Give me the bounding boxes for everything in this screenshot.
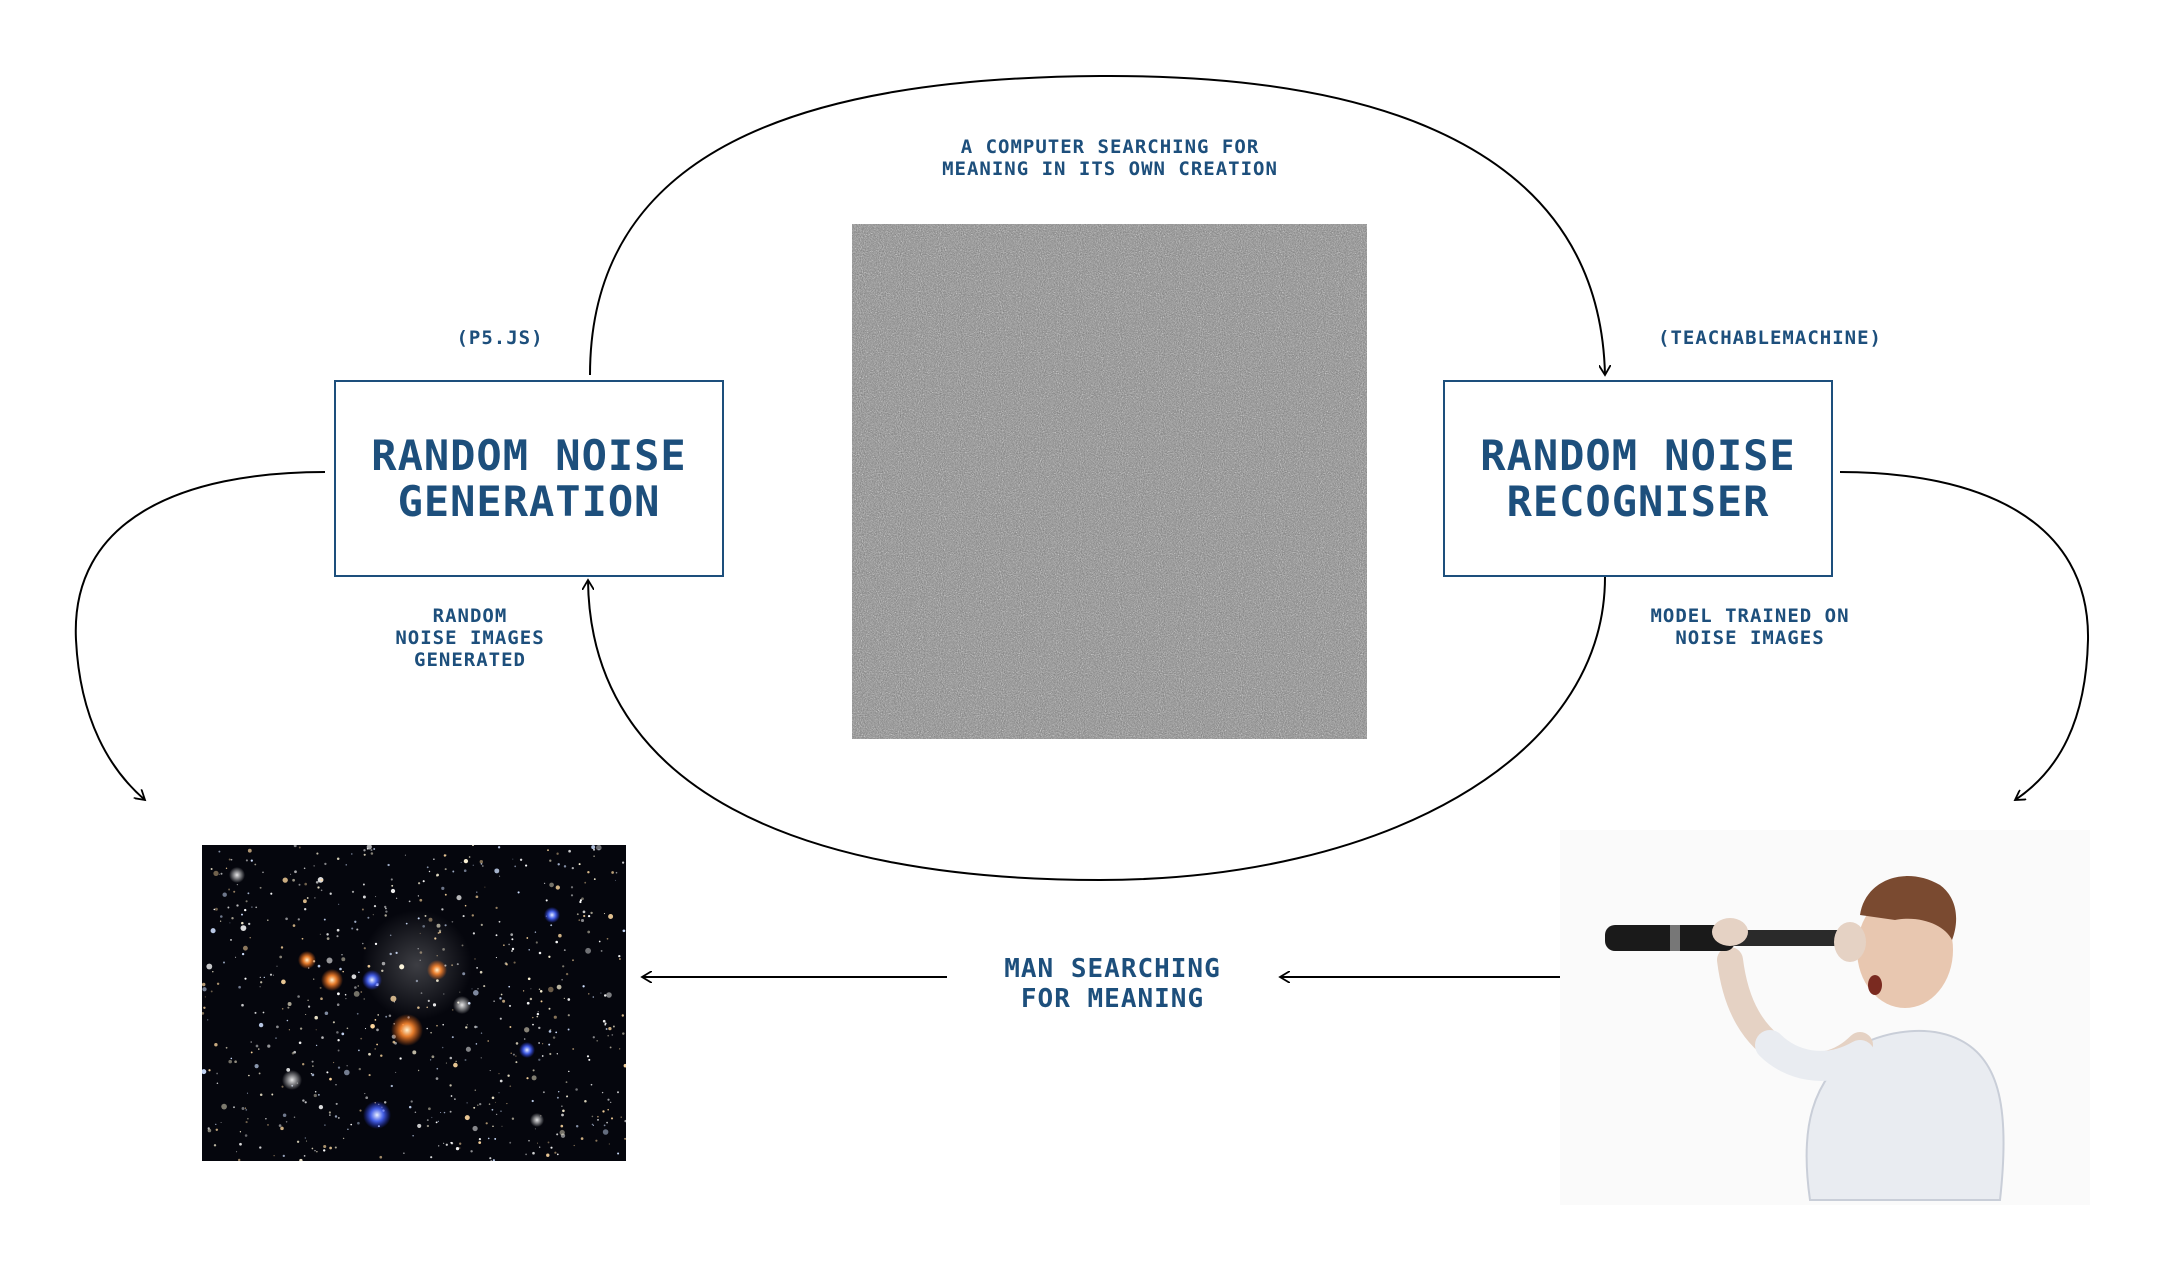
caption-top: A COMPUTER SEARCHING FOR MEANING IN ITS … (942, 136, 1278, 180)
box-random-noise-recogniser: RANDOM NOISE RECOGNISER (1443, 380, 1833, 577)
star-cluster-photo (202, 845, 626, 1161)
left-tool-label: (P5.JS) (456, 327, 544, 349)
right-tool-label: (TEACHABLEMACHINE) (1658, 327, 1882, 349)
arrow-right-curve (1839, 471, 2090, 800)
arrow-top-arc (589, 74, 1605, 375)
box-left-title: RANDOM NOISE GENERATION (371, 431, 687, 526)
arrow-left-curve (74, 471, 326, 800)
caption-man-searching: MAN SEARCHING FOR MEANING (1004, 954, 1221, 1014)
label-model-trained: MODEL TRAINED ON NOISE IMAGES (1650, 605, 1850, 649)
man-with-telescope-photo (1560, 830, 2090, 1205)
label-noise-images-generated: RANDOM NOISE IMAGES GENERATED (395, 605, 545, 671)
random-noise-image (852, 224, 1367, 739)
arrow-bottom-arc (588, 576, 1606, 882)
box-right-title: RANDOM NOISE RECOGNISER (1480, 431, 1796, 526)
box-random-noise-generation: RANDOM NOISE GENERATION (334, 380, 724, 577)
